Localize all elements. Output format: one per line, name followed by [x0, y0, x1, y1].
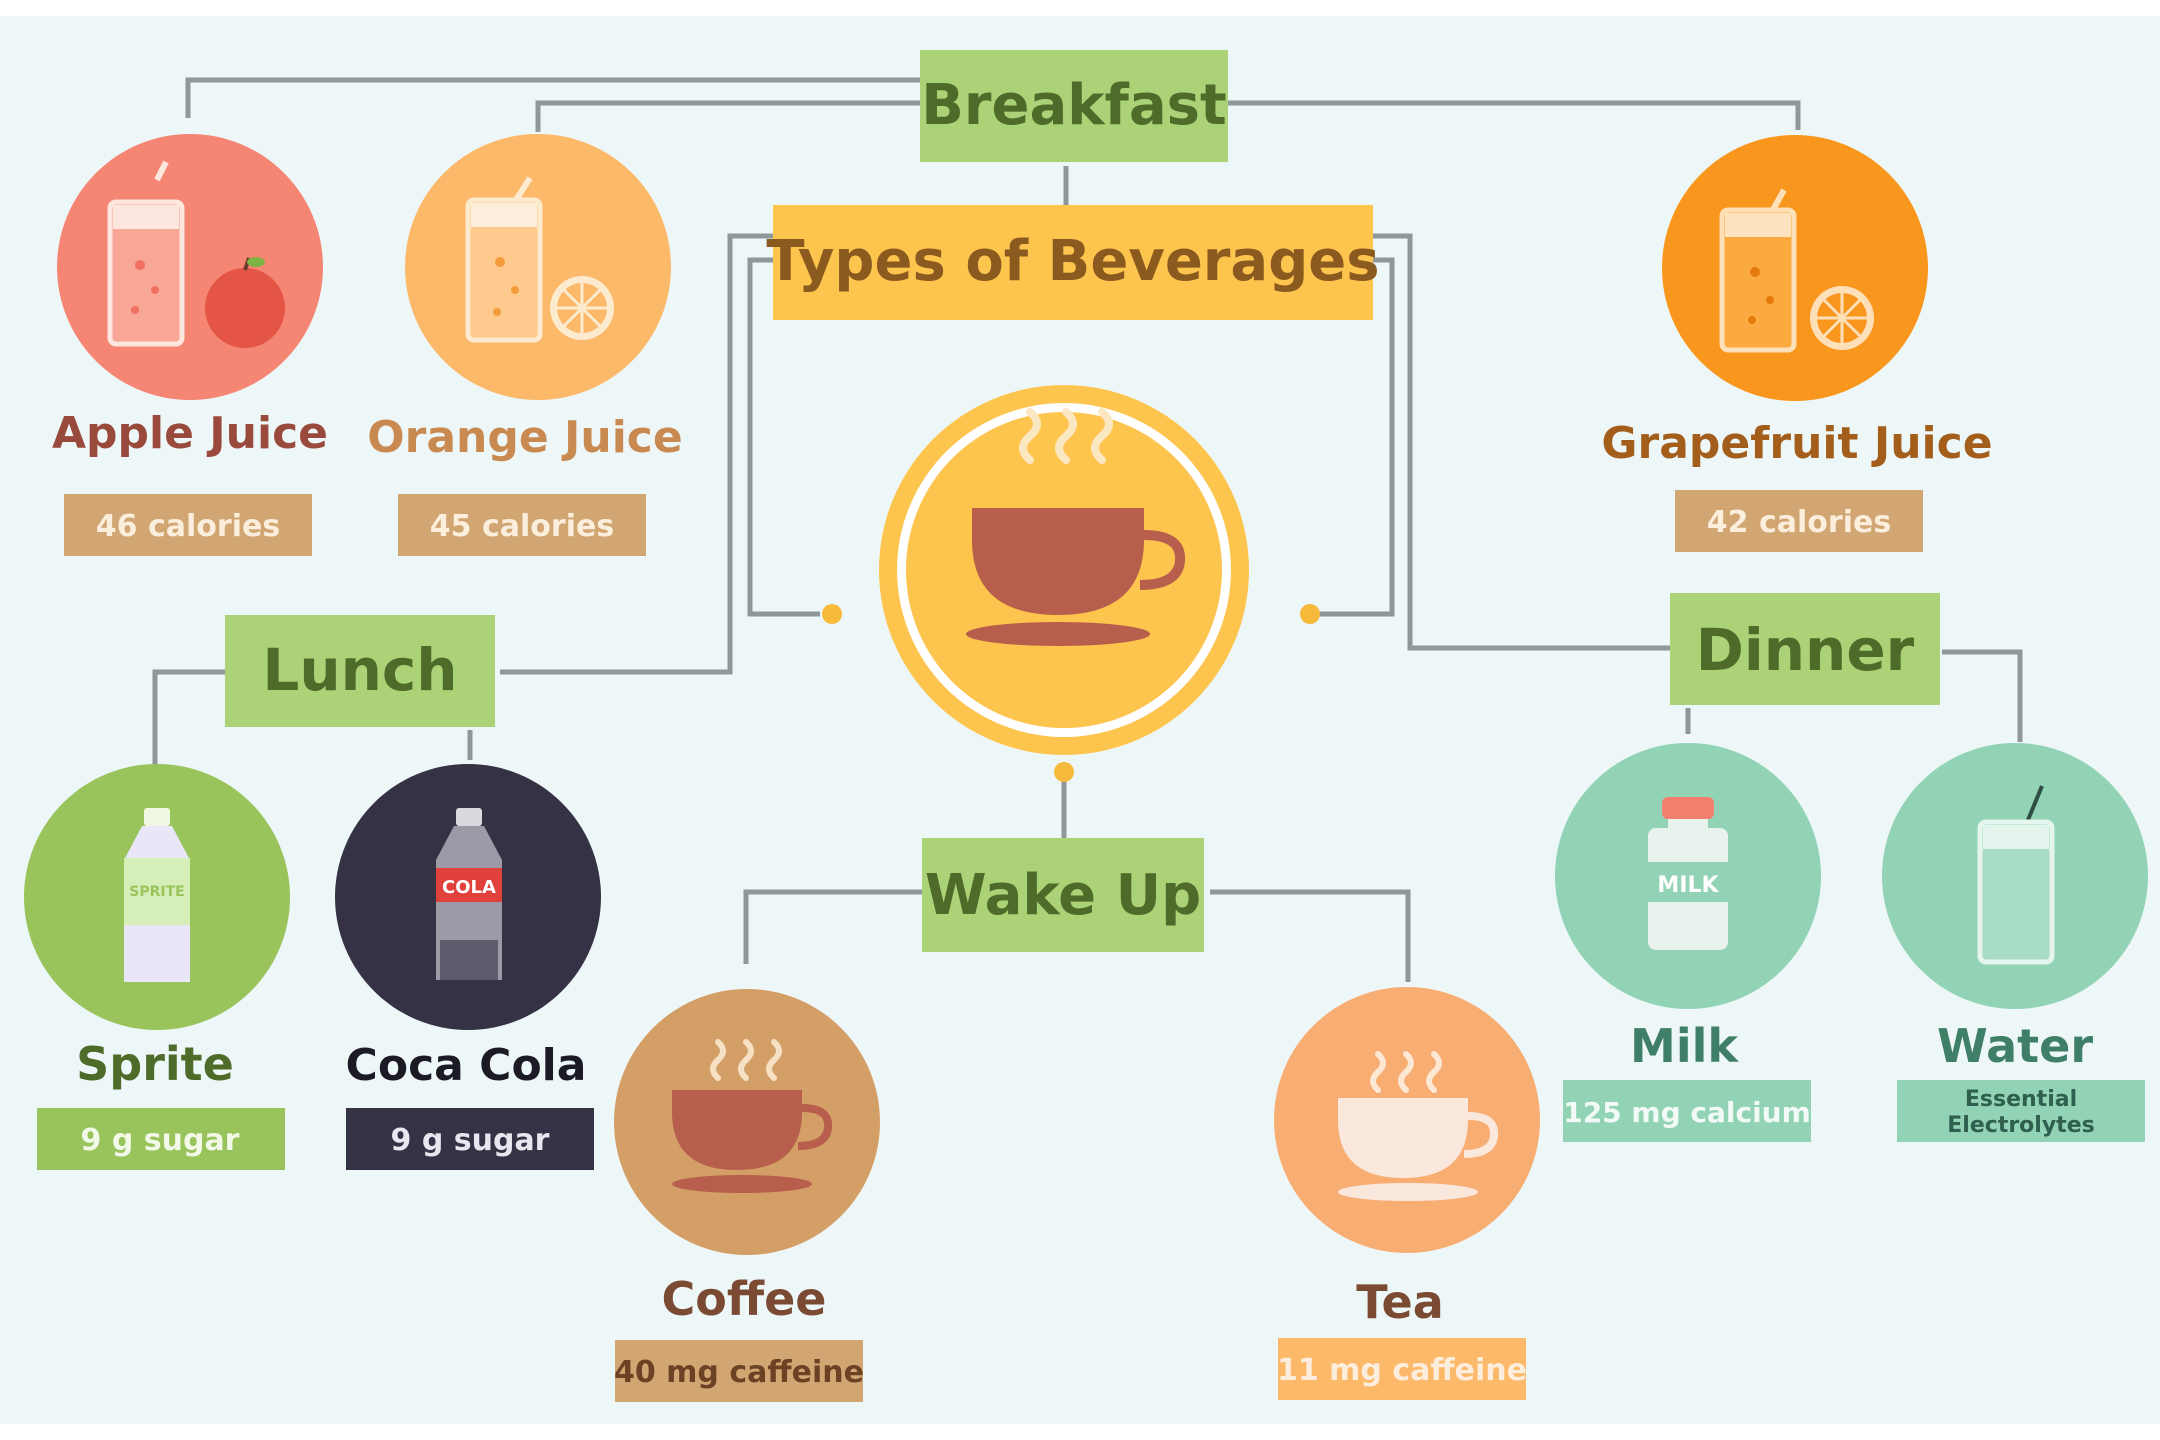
connector-breakfast-grapefruit: [1228, 100, 1801, 130]
connector-wakeup-coffee: [743, 889, 922, 964]
apple-juice-circle: [57, 134, 323, 400]
category-dinner-label: Dinner: [1696, 616, 1915, 684]
juice-glass-icon: [107, 160, 185, 347]
drink-tea: Tea 11 mg caffeine: [1274, 987, 1540, 1400]
connector-dot-bottom: [1054, 762, 1074, 782]
center-cup-icon: [966, 508, 1186, 646]
category-dinner: Dinner: [1670, 593, 1940, 705]
coffee-info: 40 mg caffeine: [614, 1355, 864, 1390]
drink-apple-juice: Apple Juice 46 calories: [52, 134, 328, 556]
coffee-cup-icon: [672, 1090, 833, 1193]
center-steam-icon: [1019, 408, 1113, 464]
title-box: Types of Beverages: [766, 205, 1380, 320]
category-wake-up-label: Wake Up: [925, 863, 1201, 928]
connector-breakfast-apple: [185, 77, 920, 118]
sprite-bottle-label: SPRITE: [129, 884, 184, 900]
connector-wakeup-tea: [1210, 889, 1411, 982]
coffee-name: Coffee: [661, 1272, 826, 1326]
connector-title-dinner: [1373, 233, 1670, 651]
milk-name: Milk: [1630, 1019, 1739, 1073]
coca-cola-info: 9 g sugar: [391, 1123, 550, 1158]
connector-breakfast-orange: [535, 100, 920, 132]
drink-coffee: Coffee 40 mg caffeine: [614, 989, 880, 1402]
tea-cup-icon: [1338, 1098, 1499, 1201]
orange-juice-info: 45 calories: [430, 509, 614, 544]
coca-cola-name: Coca Cola: [346, 1040, 587, 1091]
connector-dinner-water: [1942, 649, 2023, 742]
coffee-steam-icon: [710, 1039, 782, 1081]
juice-glass-icon: [465, 176, 543, 343]
sprite-info: 9 g sugar: [81, 1123, 240, 1158]
drink-coca-cola: COLA Coca Cola 9 g sugar: [335, 764, 601, 1170]
grapefruit-slice-icon: [1810, 286, 1874, 350]
connector-dot-right: [1300, 604, 1320, 624]
drink-orange-juice: Orange Juice 45 calories: [367, 134, 683, 556]
drink-water: Water Essential Electrolytes: [1882, 743, 2148, 1142]
water-name: Water: [1937, 1019, 2093, 1073]
water-info-line2: Electrolytes: [1947, 1113, 2094, 1138]
connector-title-lunch: [500, 233, 773, 675]
center-cup-badge: [879, 385, 1249, 755]
category-breakfast: Breakfast: [920, 50, 1228, 162]
grapefruit-juice-name: Grapefruit Juice: [1601, 418, 1992, 469]
category-breakfast-label: Breakfast: [921, 73, 1227, 138]
milk-bottle-icon: MILK: [1648, 797, 1728, 950]
category-lunch-label: Lunch: [262, 636, 457, 704]
connector-title-center-left: [747, 257, 820, 617]
apple-juice-info: 46 calories: [96, 509, 280, 544]
water-info-line1: Essential: [1965, 1087, 2077, 1112]
milk-bottle-label: MILK: [1657, 873, 1719, 898]
diagram-title: Types of Beverages: [766, 229, 1379, 294]
drink-sprite: SPRITE Sprite 9 g sugar: [24, 764, 290, 1170]
drink-grapefruit-juice: Grapefruit Juice 42 calories: [1601, 135, 1993, 552]
connector-dot-left: [822, 604, 842, 624]
sprite-bottle-icon: SPRITE: [124, 808, 190, 982]
tea-info: 11 mg caffeine: [1277, 1353, 1527, 1388]
connector-title-center-right: [1310, 257, 1395, 617]
apple-icon: [205, 257, 285, 348]
connector-lunch-sprite: [152, 669, 225, 768]
water-glass-icon: [1977, 785, 2055, 965]
category-lunch: Lunch: [225, 615, 495, 727]
orange-juice-name: Orange Juice: [367, 412, 682, 463]
milk-info: 125 mg calcium: [1563, 1096, 1811, 1129]
cola-bottle-icon: COLA: [436, 808, 502, 980]
drink-milk: MILK Milk 125 mg calcium: [1555, 743, 1821, 1142]
tea-name: Tea: [1356, 1275, 1444, 1329]
orange-slice-icon: [550, 276, 614, 340]
tea-steam-icon: [1370, 1051, 1442, 1093]
apple-juice-name: Apple Juice: [52, 408, 328, 459]
cola-bottle-label: COLA: [442, 877, 496, 898]
grapefruit-juice-info: 42 calories: [1707, 505, 1891, 540]
juice-glass-icon: [1719, 188, 1797, 353]
connector-lines: [152, 77, 2023, 982]
category-wake-up: Wake Up: [922, 838, 1204, 952]
sprite-name: Sprite: [76, 1037, 234, 1091]
